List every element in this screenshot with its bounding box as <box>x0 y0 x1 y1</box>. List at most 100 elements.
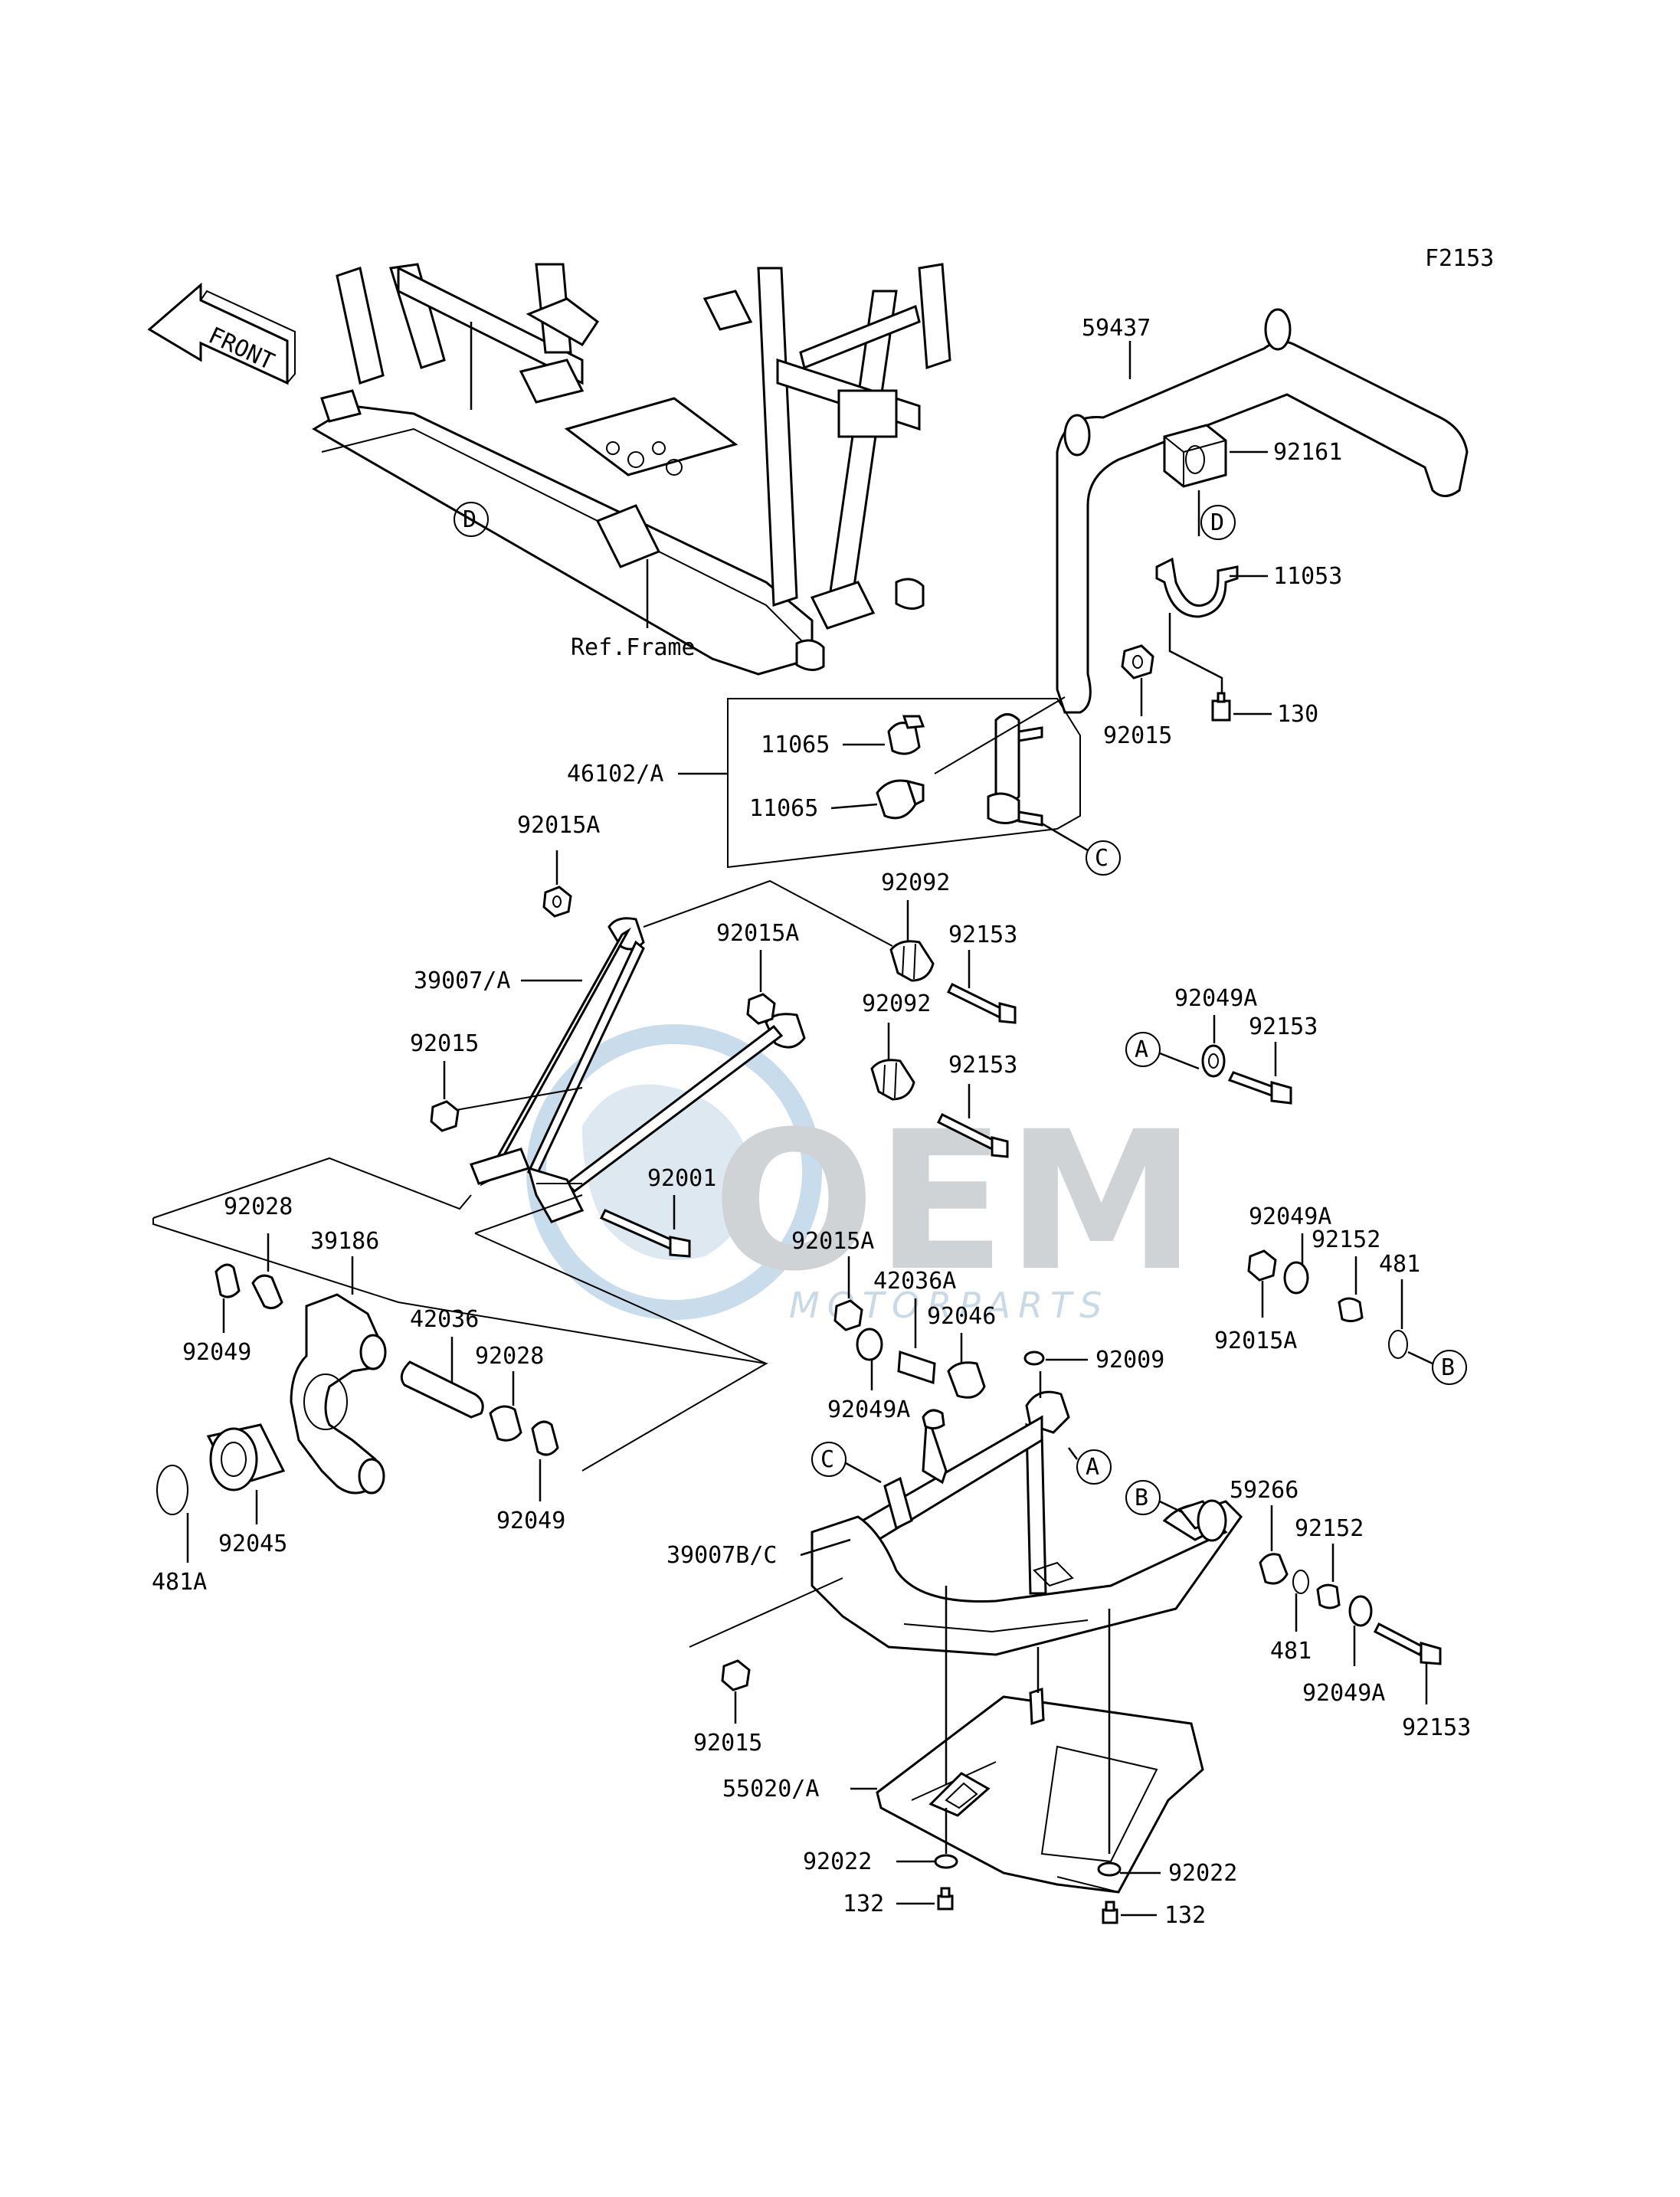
label-92152-1: 92152 <box>1312 1226 1380 1253</box>
nut-92015-top <box>1121 644 1154 679</box>
watermark: OEM MOTORPARTS <box>526 1024 1197 1326</box>
link-rod <box>934 696 1066 827</box>
label-92022-1: 92022 <box>803 1848 872 1875</box>
nut-92015a-4 <box>1247 1249 1277 1282</box>
label-92001: 92001 <box>647 1165 716 1192</box>
label-92153-1: 92153 <box>948 922 1017 948</box>
label-92046: 92046 <box>927 1303 996 1330</box>
callout-c-lower <box>811 1442 847 1477</box>
collar-42036a <box>897 1350 936 1385</box>
label-92015a-1: 92015A <box>517 812 600 839</box>
label-92045: 92045 <box>218 1531 287 1557</box>
label-39007bc: 39007B/C <box>666 1542 778 1569</box>
bushing-11065-a <box>887 715 925 755</box>
callout-d-clamp-text: D <box>1210 509 1224 536</box>
bolt-92153-2 <box>936 1112 1009 1158</box>
label-42036a: 42036A <box>873 1268 956 1295</box>
bushing-59266 <box>1259 1553 1289 1585</box>
nut-92015a-2 <box>746 993 776 1025</box>
label-55020: 55020/A <box>722 1776 819 1802</box>
label-59266: 59266 <box>1230 1477 1298 1504</box>
bolt-130 <box>1211 692 1231 722</box>
label-11065-b: 11065 <box>749 795 818 822</box>
knuckle-39186 <box>290 1293 387 1495</box>
callout-b-right <box>1432 1350 1467 1385</box>
pin-42036 <box>400 1360 484 1419</box>
callout-d-frame <box>454 502 489 537</box>
label-481-1: 481 <box>1379 1251 1420 1278</box>
label-92049a-4: 92049A <box>1302 1680 1385 1707</box>
bushing-92161 <box>1163 424 1227 488</box>
bushing-92046 <box>947 1361 986 1399</box>
label-92049-2: 92049 <box>496 1508 565 1534</box>
lower-arm <box>811 1390 1243 1656</box>
label-92022-2: 92022 <box>1168 1860 1237 1887</box>
callout-c-link-text: C <box>1095 845 1109 872</box>
label-92153-4: 92153 <box>1402 1714 1471 1741</box>
nut-92015a-1 <box>542 886 572 918</box>
label-92015-bot: 92015 <box>693 1730 762 1757</box>
label-92015-top: 92015 <box>1103 722 1172 749</box>
label-46102: 46102/A <box>567 761 663 787</box>
stabilizer-bar <box>1056 308 1469 714</box>
bolt-92153-1 <box>946 982 1017 1024</box>
bearing-92045 <box>206 1423 286 1491</box>
collar-92028-2 <box>489 1405 522 1442</box>
bolt-92153-4 <box>1373 1622 1442 1665</box>
label-92009: 92009 <box>1095 1347 1164 1374</box>
circlip-481-1 <box>1388 1330 1408 1359</box>
callout-b-lower-text: B <box>1135 1485 1148 1511</box>
nut-92015-bot <box>721 1659 751 1691</box>
label-92028-2: 92028 <box>475 1343 544 1370</box>
label-130: 130 <box>1277 701 1318 728</box>
screw-92009 <box>1023 1351 1045 1366</box>
label-481-2: 481 <box>1270 1638 1312 1665</box>
callout-b-lower <box>1125 1480 1161 1515</box>
circlip-481-2 <box>1292 1570 1309 1594</box>
bolt-132-2 <box>1102 1901 1118 1924</box>
label-42036: 42036 <box>410 1306 479 1333</box>
washer-92049-2 <box>531 1420 559 1456</box>
label-92015a-3: 92015A <box>791 1228 874 1255</box>
washer-92049a-1 <box>1201 1044 1226 1078</box>
label-132-1: 132 <box>843 1891 884 1917</box>
label-92015a-4: 92015A <box>1214 1328 1297 1354</box>
label-132-2: 132 <box>1164 1902 1206 1929</box>
circlip-481a <box>156 1465 188 1515</box>
label-39186: 39186 <box>310 1228 379 1255</box>
label-92152-2: 92152 <box>1295 1515 1364 1542</box>
bolt-92001 <box>599 1209 691 1258</box>
label-11053: 11053 <box>1273 563 1342 590</box>
skid-plate <box>876 1687 1204 1894</box>
label-39007a: 39007/A <box>414 968 510 994</box>
callout-c-lower-text: C <box>820 1446 834 1473</box>
callout-a-right-text: A <box>1135 1036 1148 1063</box>
label-11065-a: 11065 <box>761 732 830 758</box>
bolt-132-1 <box>937 1887 954 1911</box>
callout-d-frame-text: D <box>463 506 476 533</box>
washer-92049a-2 <box>856 1328 883 1361</box>
bolt-92153-3 <box>1227 1071 1292 1105</box>
label-92153-2: 92153 <box>948 1052 1017 1079</box>
washer-92049a-4 <box>1348 1595 1373 1627</box>
label-92092-1: 92092 <box>881 869 950 896</box>
front-arrow-icon: FRONT <box>147 282 296 385</box>
label-92015-mid: 92015 <box>410 1030 479 1057</box>
label-92049-1: 92049 <box>182 1339 251 1366</box>
collar-92152-2 <box>1316 1583 1341 1609</box>
callout-a-lower-text: A <box>1086 1454 1099 1481</box>
frame <box>312 263 951 676</box>
label-92092-2: 92092 <box>862 990 931 1017</box>
label-92015a-2: 92015A <box>716 920 799 947</box>
washer-92022-1 <box>934 1854 958 1869</box>
label-92153-3: 92153 <box>1249 1013 1318 1040</box>
callout-c-link <box>1086 840 1121 876</box>
label-481a: 481A <box>152 1569 207 1596</box>
upper-arm <box>470 917 806 1223</box>
figure-code: F2153 <box>1425 245 1494 272</box>
bushing-92092-1 <box>889 940 935 982</box>
ref-frame-label: Ref.Frame <box>571 634 696 661</box>
bushing-11065-b <box>876 779 925 820</box>
nut-92015a-3 <box>833 1299 863 1331</box>
